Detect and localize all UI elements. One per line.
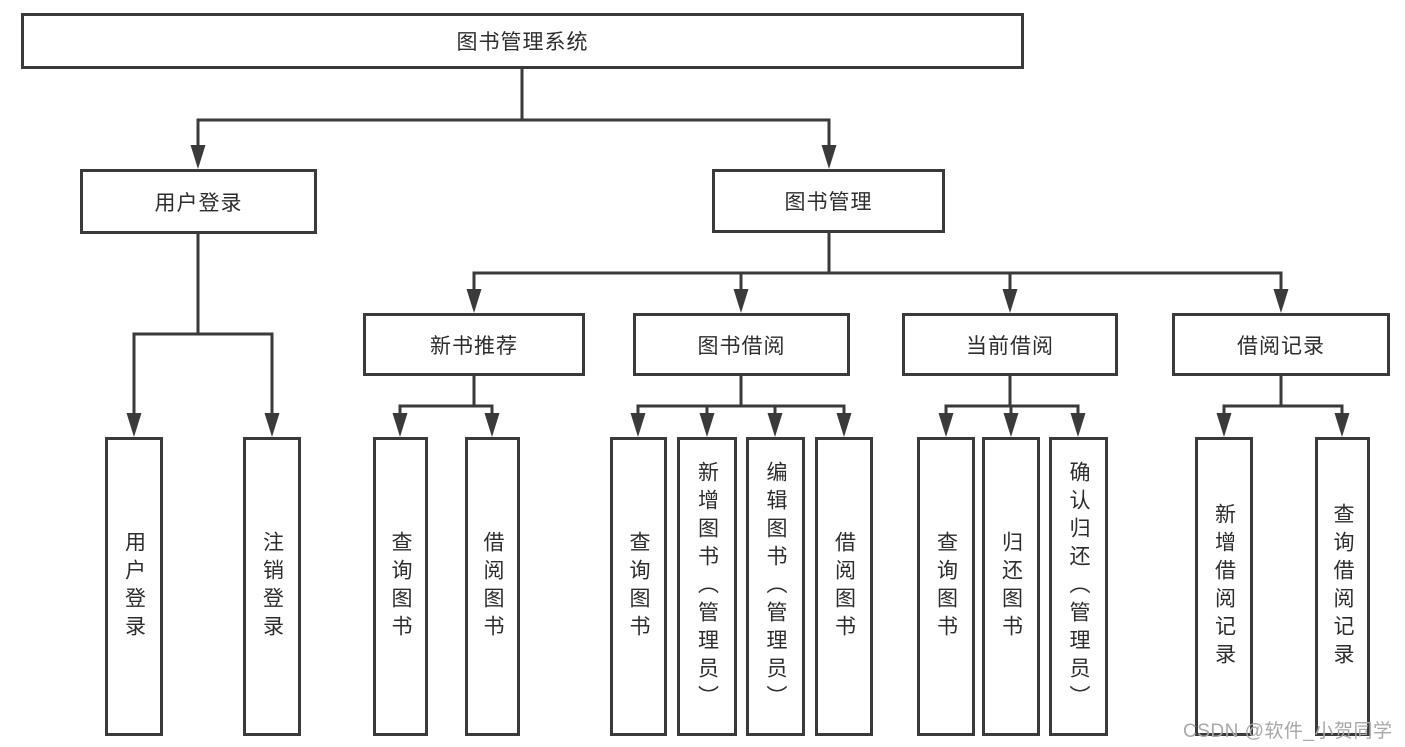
node-borrow-records: 借阅记录 — [1172, 313, 1390, 376]
arrowheads — [126, 145, 1350, 437]
leaf-records-add-record-label: 新增借阅记录 — [1212, 502, 1236, 671]
leaf-current-return-books-label: 归还图书 — [999, 530, 1023, 643]
leaf-recommend-query-books: 查询图书 — [373, 437, 428, 736]
leaf-recommend-borrow-books-label: 借阅图书 — [481, 530, 504, 643]
leaf-logout-label: 注销登录 — [260, 530, 284, 643]
leaf-recommend-query-books-label: 查询图书 — [389, 530, 412, 643]
leaf-current-return-books: 归还图书 — [982, 437, 1040, 736]
leaf-borrow-borrow-books: 借阅图书 — [815, 437, 873, 736]
node-root: 图书管理系统 — [21, 13, 1024, 69]
leaf-records-query-record: 查询借阅记录 — [1315, 437, 1370, 736]
csdn-watermark: CSDN @软件_小贺同学 — [1183, 721, 1393, 742]
leaf-current-query-books: 查询图书 — [917, 437, 975, 736]
leaf-current-query-books-label: 查询图书 — [934, 530, 958, 643]
leaf-borrow-edit-books-label: 编辑图书（管理员） — [764, 460, 787, 713]
leaf-records-add-record: 新增借阅记录 — [1195, 437, 1253, 736]
leaf-borrow-add-books: 新增图书（管理员） — [677, 437, 737, 736]
leaf-borrow-edit-books: 编辑图书（管理员） — [746, 437, 805, 736]
leaf-user-login: 用户登录 — [105, 437, 163, 736]
leaf-recommend-borrow-books: 借阅图书 — [465, 437, 520, 736]
leaf-current-confirm-return: 确认归还（管理员） — [1049, 437, 1108, 736]
node-book-management: 图书管理 — [712, 169, 945, 233]
node-book-borrow: 图书借阅 — [633, 313, 850, 376]
node-user-login: 用户登录 — [80, 169, 317, 234]
leaf-borrow-borrow-books-label: 借阅图书 — [832, 530, 856, 643]
node-new-book-recommend: 新书推荐 — [363, 313, 585, 376]
leaf-logout: 注销登录 — [243, 437, 301, 736]
node-current-borrow: 当前借阅 — [902, 313, 1118, 376]
leaf-borrow-add-books-label: 新增图书（管理员） — [695, 460, 719, 713]
leaf-borrow-query-books-label: 查询图书 — [627, 530, 650, 643]
leaf-user-login-label: 用户登录 — [122, 530, 146, 643]
leaf-records-query-record-label: 查询借阅记录 — [1331, 502, 1354, 671]
leaf-current-confirm-return-label: 确认归还（管理员） — [1067, 460, 1090, 713]
leaf-borrow-query-books: 查询图书 — [610, 437, 667, 736]
